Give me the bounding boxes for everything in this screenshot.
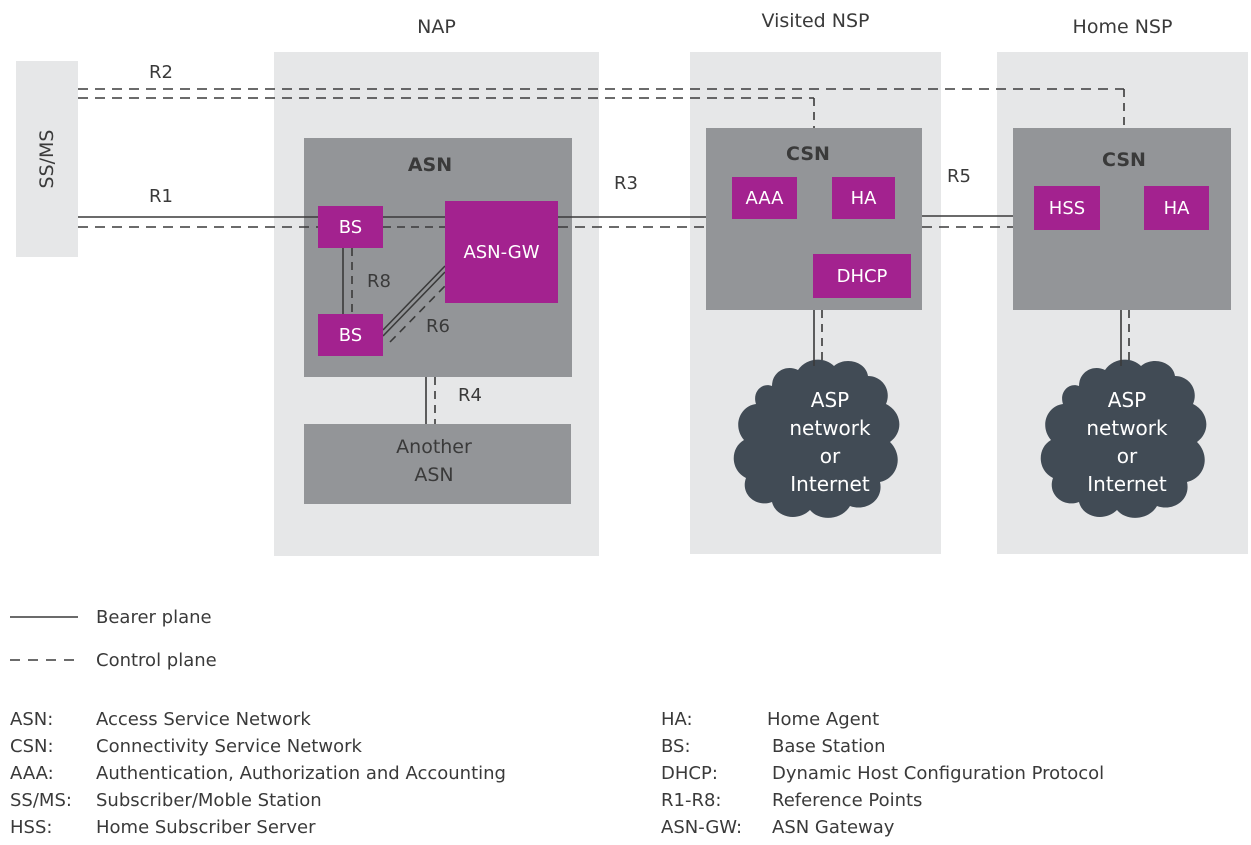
abbr-right-2-key: DHCP: <box>661 763 718 784</box>
abbr-left-4-desc: Home Subscriber Server <box>96 817 316 838</box>
r4-label: R4 <box>458 385 482 406</box>
visited-nsp-title: Visited NSP <box>761 10 870 32</box>
cloud-visited-line-2: network <box>789 416 871 440</box>
hss-node: HSS <box>1034 186 1100 230</box>
asn-gw-node: ASN-GW <box>445 201 558 303</box>
cloud-visited-line-3: or <box>819 444 841 468</box>
cloud-home-line-1: ASP <box>1107 388 1147 412</box>
abbr-right-1-desc: Base Station <box>772 736 886 757</box>
cloud-visited-line-1: ASP <box>810 388 850 412</box>
cloud-home-line-4: Internet <box>1087 472 1167 496</box>
visited-csn-title: CSN <box>786 143 830 165</box>
cloud-visited-shape <box>733 359 900 518</box>
abbr-right-3-desc: Reference Points <box>772 790 923 811</box>
abbr-right-2-desc: Dynamic Host Configuration Protocol <box>772 763 1105 784</box>
abbr-right-0-desc: Home Agent <box>767 709 880 730</box>
ss-ms-zone <box>16 61 78 257</box>
abbr-left-0-key: ASN: <box>10 709 54 730</box>
legend-control-label: Control plane <box>96 650 217 671</box>
cloud-visited-line-4: Internet <box>790 472 870 496</box>
bs-bottom-node: BS <box>318 314 383 356</box>
home-nsp-title: Home NSP <box>1072 16 1173 38</box>
r6-bearer-line-2 <box>382 265 446 331</box>
home-csn-title: CSN <box>1102 149 1146 171</box>
r3-label: R3 <box>614 173 638 194</box>
abbr-left-2-desc: Authentication, Authorization and Accoun… <box>96 763 506 784</box>
abbr-right-4-key: ASN-GW: <box>661 817 743 838</box>
aaa-node: AAA <box>732 177 797 219</box>
cloud-home-shape <box>1040 359 1207 518</box>
cloud-visited-label: ASP network or Internet <box>770 386 890 498</box>
home-ha-node: HA <box>1144 186 1209 230</box>
r2-label: R2 <box>149 62 173 83</box>
legend-bearer-label: Bearer plane <box>96 607 212 628</box>
cloud-home-label: ASP network or Internet <box>1067 386 1187 498</box>
r5-label: R5 <box>947 166 971 187</box>
cloud-home-line-2: network <box>1086 416 1168 440</box>
r6-bearer-line <box>382 271 446 337</box>
another-asn-label: Another ASN <box>396 436 472 486</box>
abbr-left-3-key: SS/MS: <box>10 790 72 811</box>
abbr-left-3-desc: Subscriber/Moble Station <box>96 790 322 811</box>
abbr-right-3-key: R1-R8: <box>661 790 722 811</box>
cloud-home-line-3: or <box>1116 444 1138 468</box>
abbr-right-4-desc: ASN Gateway <box>772 817 895 838</box>
bs-top-node: BS <box>318 206 383 248</box>
r8-label: R8 <box>367 271 391 292</box>
dhcp-node: DHCP <box>813 254 911 298</box>
abbr-left-1-key: CSN: <box>10 736 54 757</box>
asn-title: ASN <box>407 154 453 176</box>
abbr-left-0-desc: Access Service Network <box>96 709 311 730</box>
visited-ha-node: HA <box>832 177 895 219</box>
abbr-right-0-key: HA: <box>661 709 693 730</box>
nap-title: NAP <box>417 16 456 38</box>
another-asn-box <box>304 424 571 504</box>
abbr-left-2-key: AAA: <box>10 763 54 784</box>
abbr-left-1-desc: Connectivity Service Network <box>96 736 362 757</box>
r1-label: R1 <box>149 186 173 207</box>
abbr-right-1-key: BS: <box>661 736 691 757</box>
abbr-left-4-key: HSS: <box>10 817 53 838</box>
r6-label: R6 <box>426 316 450 337</box>
